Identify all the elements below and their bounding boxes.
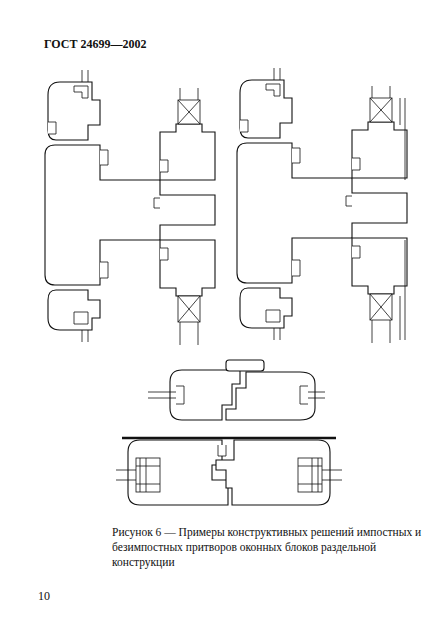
section-stroke	[318, 458, 319, 492]
section-stroke	[216, 440, 330, 505]
section-stroke	[405, 98, 406, 180]
section-stroke	[400, 296, 401, 340]
section-stroke	[116, 470, 136, 471]
section-stroke	[148, 392, 180, 393]
section-stroke	[128, 440, 228, 505]
section-stroke	[298, 458, 322, 492]
section-stroke	[322, 470, 342, 471]
section-stroke	[146, 458, 147, 492]
figure-caption: Рисунок 6 — Примеры конструктивных решен…	[112, 525, 424, 570]
section-stroke	[300, 386, 308, 404]
section-stroke	[176, 386, 184, 404]
standard-header: ГОСТ 24699—2002	[44, 37, 147, 52]
section-stroke	[122, 437, 336, 439]
section-stroke	[218, 445, 226, 456]
section-stroke	[116, 480, 136, 481]
section-stroke	[148, 398, 180, 399]
section-stroke	[322, 480, 342, 481]
section-stroke	[226, 372, 315, 420]
section-stroke	[136, 458, 160, 492]
section-stroke	[140, 458, 141, 492]
section-stroke	[226, 360, 264, 371]
section-stroke	[45, 70, 215, 345]
page-number: 10	[38, 589, 50, 604]
section-stroke	[237, 68, 407, 343]
section-stroke	[400, 98, 401, 125]
section-stroke	[312, 458, 313, 492]
section-stroke	[405, 240, 406, 340]
